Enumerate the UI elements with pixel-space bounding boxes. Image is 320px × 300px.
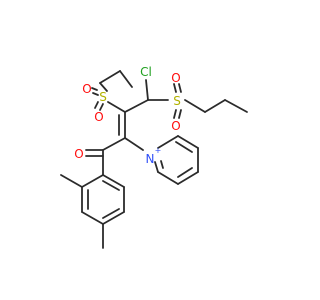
bond	[124, 137, 144, 151]
bond	[178, 109, 182, 119]
bond	[204, 99, 226, 113]
ketone-oxygen-label: O	[74, 147, 83, 161]
bond	[102, 174, 125, 188]
bond	[173, 83, 177, 93]
bond	[94, 101, 99, 109]
bond	[99, 103, 104, 111]
sulfonyl-left-oxygen-bottom: O	[94, 110, 103, 124]
bond	[178, 83, 182, 93]
molecule-canvas: Cl S O O S O O O N +	[60, 65, 248, 249]
bond	[99, 82, 108, 92]
bond	[177, 167, 193, 178]
bond	[175, 141, 193, 153]
bond	[145, 79, 149, 101]
sulfonyl-left-oxygen-top: O	[82, 82, 91, 96]
bond	[107, 101, 126, 113]
bond	[119, 70, 133, 88]
sulfonyl-right-oxygen-top: O	[171, 71, 180, 85]
bond	[102, 137, 126, 151]
bond	[173, 109, 177, 119]
bond	[92, 92, 99, 96]
bond	[102, 211, 125, 225]
bond	[81, 211, 104, 225]
bond	[184, 99, 206, 113]
bond	[102, 180, 120, 191]
pyridinium-nitrogen-label: N	[146, 152, 155, 166]
sulfonyl-right-oxygen-bottom: O	[171, 119, 180, 133]
bond	[177, 171, 199, 185]
bond	[154, 161, 159, 173]
bond	[91, 87, 98, 91]
atom-label-layer: Cl S O O S O O O N +	[74, 65, 181, 166]
bond-layer	[60, 70, 248, 249]
bond	[99, 70, 121, 84]
bond	[177, 135, 199, 149]
bond	[157, 135, 179, 149]
bond	[60, 174, 83, 188]
sulfur-left-label: S	[99, 90, 107, 104]
positive-charge-label: +	[155, 146, 162, 155]
chlorine-label: Cl	[140, 65, 152, 79]
bond	[157, 171, 179, 185]
bond	[81, 174, 104, 188]
bond	[160, 160, 164, 169]
structure-diagram: Cl S O O S O O O N +	[60, 65, 248, 249]
bond	[102, 208, 120, 219]
sulfur-right-label: S	[173, 94, 181, 108]
bond	[124, 99, 149, 113]
bond	[224, 99, 248, 113]
